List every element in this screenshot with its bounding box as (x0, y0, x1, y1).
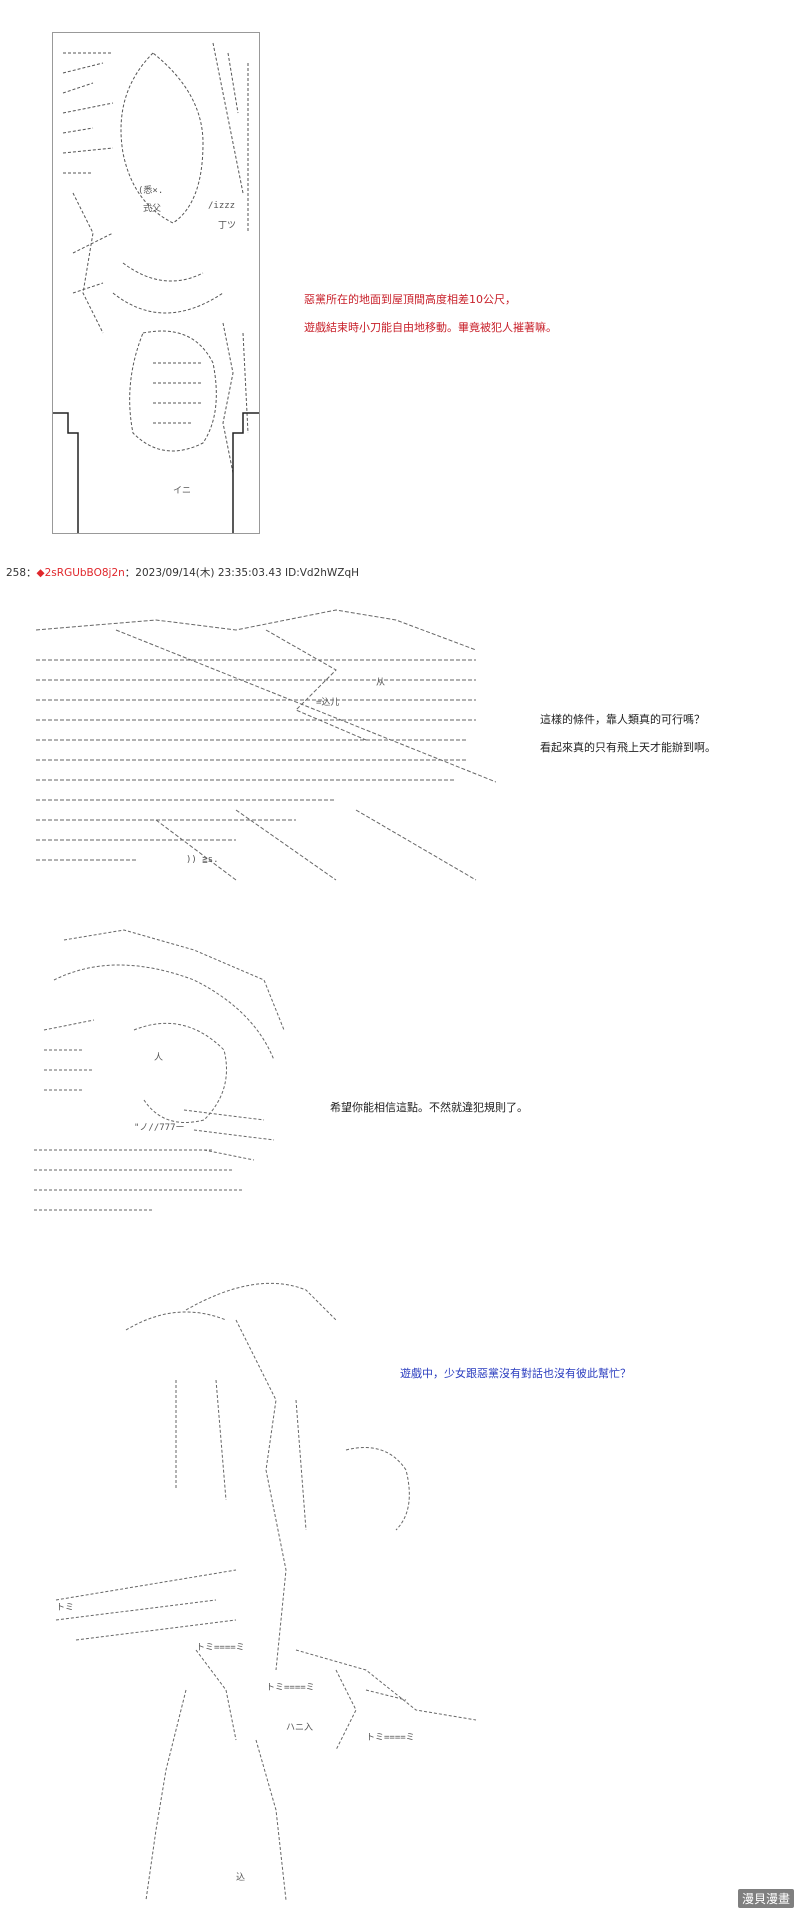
dialog-line: 遊戲結束時小刀能自由地移動。畢竟被犯人摧著嘛。 (304, 321, 557, 334)
svg-text:丁ツ: 丁ツ (218, 221, 236, 231)
watermark-logo: 漫貝漫畫 (737, 1889, 794, 1908)
svg-text:(悉×.: (悉×. (138, 184, 163, 196)
panel-4-dialog: 遊戲中，少女跟惡黨沒有對話也沒有彼此幫忙？ (400, 1360, 631, 1388)
svg-text:"ノ//777ー: "ノ//777ー (134, 1123, 185, 1133)
dialog-line: 惡黨所在的地面到屋頂間高度相差10公尺， (304, 293, 516, 306)
dialog-line: 遊戲中，少女跟惡黨沒有對話也沒有彼此幫忙？ (400, 1367, 631, 1380)
svg-text:込: 込 (236, 1872, 245, 1883)
svg-text:)) ≧s.: )) ≧s. (186, 855, 219, 865)
panel-1-frame: (悉×. 式父 /izzz 丁ツ イニ (52, 32, 260, 534)
svg-text:トミ====ミ: トミ====ミ (196, 1643, 245, 1653)
svg-text:/izzz: /izzz (208, 201, 235, 211)
svg-text:イニ: イニ (173, 486, 191, 496)
dialog-line: 這樣的條件，靠人類真的可行嗎？ (540, 713, 705, 726)
panel-1-dialog: 惡黨所在的地面到屋頂間高度相差10公尺， 遊戲結束時小刀能自由地移動。畢竟被犯人… (304, 286, 557, 342)
diamond-icon: ◆ (36, 567, 45, 579)
post-date: ：2023/09/14(木) 23:35:03.43 ID:Vd2hWZqH (124, 567, 360, 579)
dialog-line: 希望你能相信這點。不然就違犯規則了。 (330, 1101, 528, 1114)
panel-2-ascii-art: =込儿 从 )) ≧s. (36, 609, 496, 881)
panel-3-ascii-art: 人 "ノ//777ー (34, 929, 285, 1211)
panel-3-dialog: 希望你能相信這點。不然就違犯規則了。 (330, 1094, 528, 1122)
svg-text:トミ====ミ: トミ====ミ (266, 1683, 315, 1693)
svg-text:从: 从 (376, 677, 385, 688)
post-number: 258： (6, 567, 37, 579)
svg-text:=込儿: =込儿 (316, 697, 339, 708)
panel-1-ascii-art: (悉×. 式父 /izzz 丁ツ イニ (53, 42, 259, 533)
svg-text:トミ====ミ: トミ====ミ (366, 1733, 415, 1743)
poster-trip[interactable]: 2sRGUbBO8j2n (44, 567, 125, 579)
svg-text:トミ: トミ (56, 1603, 74, 1613)
svg-text:ハニ入: ハニ入 (286, 1722, 313, 1733)
svg-text:人: 人 (154, 1052, 163, 1063)
svg-text:式父: 式父 (143, 202, 161, 214)
dialog-line: 看起來真的只有飛上天才能辦到啊。 (540, 741, 716, 754)
panel-4-ascii-art: トミ トミ====ミ トミ====ミ トミ====ミ ハニ入 込 (55, 1282, 477, 1901)
post-header: 258：◆2sRGUbBO8j2n：2023/09/14(木) 23:35:03… (6, 565, 359, 580)
panel-2-dialog: 這樣的條件，靠人類真的可行嗎？ 看起來真的只有飛上天才能辦到啊。 (540, 706, 716, 762)
